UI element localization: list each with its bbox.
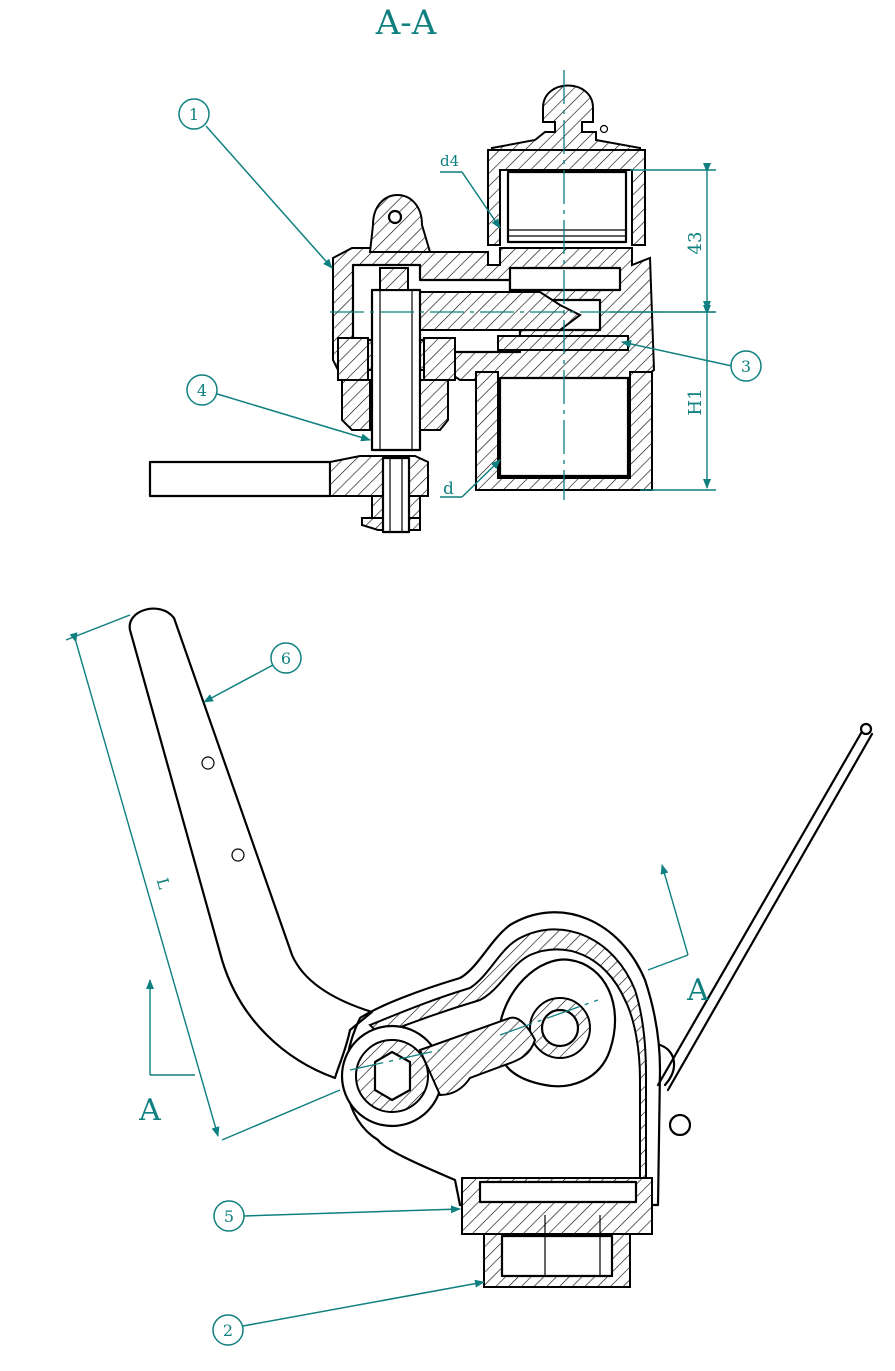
dimension-h1: H1	[640, 305, 716, 491]
valve-body-outer	[344, 911, 662, 1207]
shaft	[370, 288, 422, 452]
svg-text:H1: H1	[685, 388, 706, 415]
svg-text:d4: d4	[440, 152, 459, 170]
dimension-d4: d4	[440, 152, 501, 229]
top-knob	[491, 84, 641, 159]
svg-text:1: 1	[189, 105, 199, 124]
balloon-4: 4	[186, 374, 371, 442]
balloon-1: 1	[178, 98, 333, 269]
section-mark-right: A	[647, 864, 709, 1008]
svg-text:L: L	[153, 876, 174, 892]
svg-text:A: A	[686, 973, 709, 1008]
svg-text:d: d	[443, 479, 454, 499]
lever-handle	[128, 607, 374, 1080]
section-mark-left: A	[138, 979, 195, 1128]
linkage-arm	[418, 1016, 537, 1097]
dimension-length: L	[65, 614, 341, 1141]
svg-text:A: A	[138, 1093, 161, 1128]
dimension-43: 43	[610, 163, 716, 313]
svg-text:2: 2	[223, 1321, 233, 1340]
lower-outlet	[475, 371, 653, 491]
balloon-3: 3	[621, 340, 762, 382]
handle-section	[148, 460, 332, 498]
svg-text:6: 6	[281, 649, 291, 668]
section-title: A-A	[375, 3, 437, 43]
balloon-6: 6	[203, 642, 302, 703]
balloon-5: 5	[213, 1200, 461, 1232]
front-view	[128, 607, 874, 1288]
svg-text:4: 4	[197, 381, 207, 400]
left-lug	[368, 194, 432, 253]
svg-text:5: 5	[224, 1207, 234, 1226]
svg-text:43: 43	[685, 232, 706, 255]
svg-text:3: 3	[741, 357, 751, 376]
dimension-d: d	[440, 459, 501, 499]
section-view	[148, 84, 656, 534]
balloon-2: 2	[212, 1279, 485, 1346]
